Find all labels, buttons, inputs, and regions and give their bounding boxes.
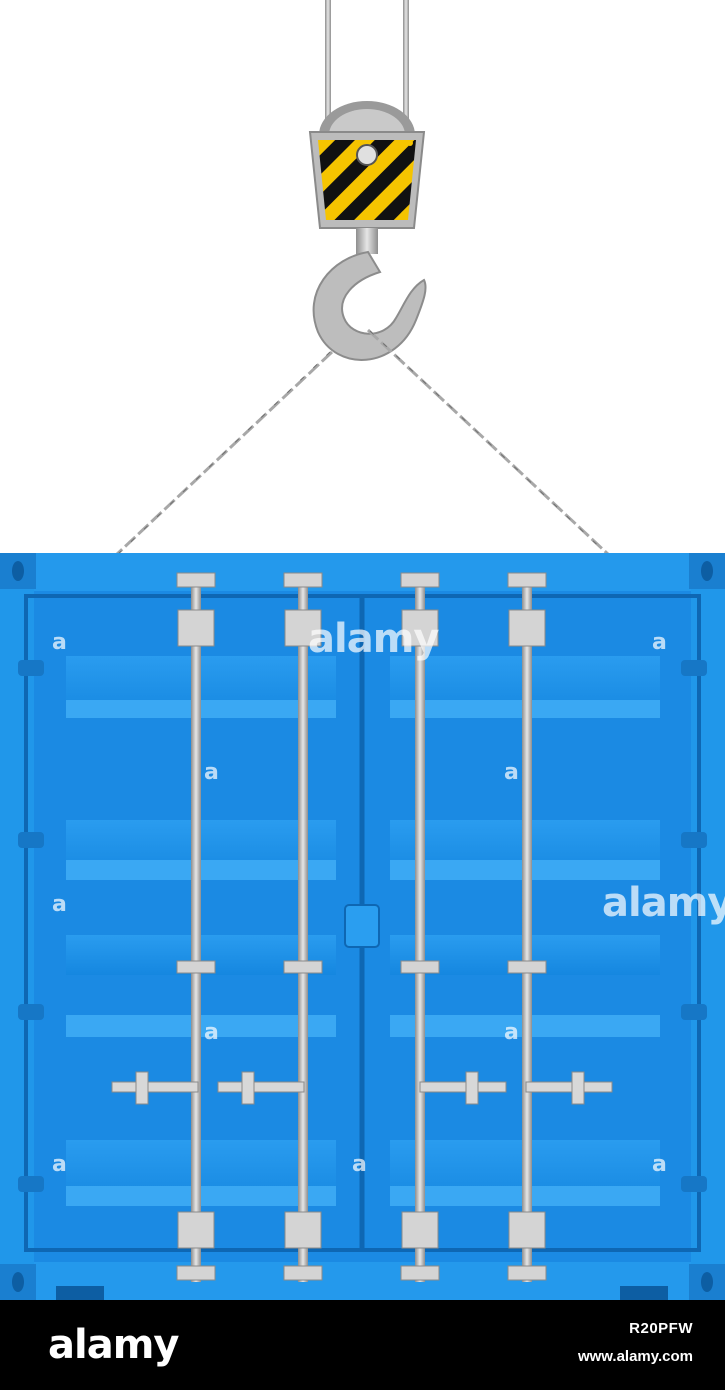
watermark-small: a xyxy=(652,1152,667,1177)
watermark-small: a xyxy=(204,760,219,785)
watermark-small: a xyxy=(352,1152,367,1177)
locking-bars xyxy=(191,574,532,1282)
seal-plate xyxy=(344,904,380,948)
watermark-small: a xyxy=(204,1020,219,1045)
watermark-right: alamy xyxy=(602,880,725,926)
crane-cables xyxy=(325,0,409,130)
image-id: R20PFW xyxy=(629,1320,693,1337)
watermark-small: a xyxy=(652,630,667,655)
watermark-small: a xyxy=(52,630,67,655)
site-url: www.alamy.com xyxy=(577,1348,693,1365)
alamy-logo: alamy xyxy=(48,1322,179,1368)
watermark-small: a xyxy=(504,1020,519,1045)
side-hinges xyxy=(18,660,707,1192)
footer-bar: alamy R20PFW www.alamy.com xyxy=(0,1300,725,1390)
watermark-small: a xyxy=(504,760,519,785)
crane-hook xyxy=(312,228,427,361)
bar-brackets xyxy=(176,572,547,1281)
watermark-center: alamy xyxy=(308,616,439,662)
shipping-container xyxy=(0,553,725,1300)
watermark-small: a xyxy=(52,892,67,917)
door-handles xyxy=(111,1071,613,1105)
watermark-small: a xyxy=(52,1152,67,1177)
left-door xyxy=(66,656,336,1206)
hook-block xyxy=(308,101,426,229)
chains xyxy=(113,328,612,558)
container-hook-illustration xyxy=(0,0,725,1300)
